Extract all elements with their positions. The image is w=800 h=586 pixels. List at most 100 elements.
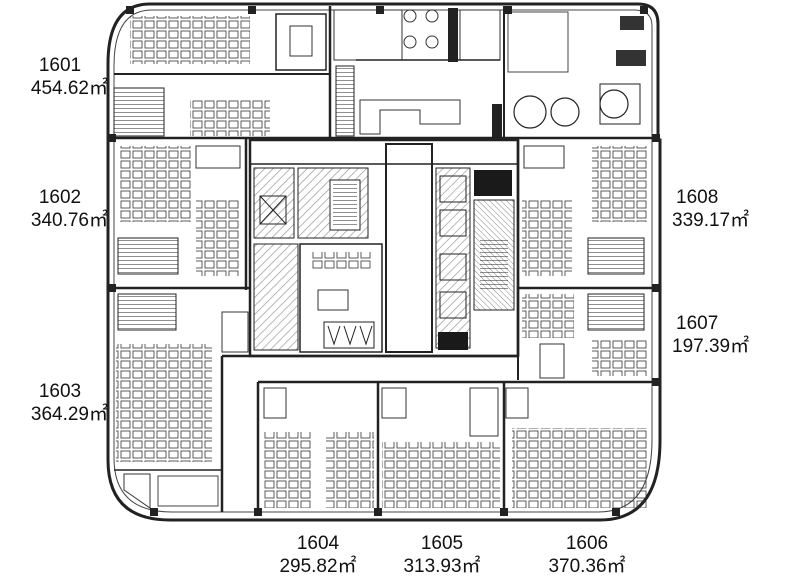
core-shaft-left [253,167,295,239]
unit-1605-room-b [469,387,499,437]
unit-1604-desks-b [326,432,374,508]
column [612,508,620,516]
column [376,6,384,14]
unit-area: 340.76㎡ [30,210,108,231]
unit-1604-room [263,387,287,419]
unit-1601-plan [108,6,660,140]
unit-1602-stair [117,237,179,275]
unit-area: 454.62㎡ [30,78,108,99]
core-void [385,143,433,353]
meeting-table-a [289,25,313,57]
lounge-round-3 [599,89,629,119]
column [504,6,512,14]
unit-1603-desks-a [116,344,212,462]
column [374,508,382,516]
unit-1607-plan [522,293,648,379]
unit-label-1601: 1601 454.62㎡ [12,54,108,100]
unit-label-1608: 1608 339.17㎡ [672,186,782,232]
unit-area: 197.39㎡ [672,336,750,357]
unit-number: 1601 [38,55,82,76]
reception-area [507,11,569,73]
lounge-furniture-1 [620,16,644,30]
restroom-stalls-top [312,252,372,270]
cafe-area [333,9,403,61]
cafe-table-3 [403,35,417,49]
unit-1602-plan [108,138,250,290]
unit-1604-desks-a [264,432,312,508]
unit-label-1603: 1603 364.29㎡ [12,380,108,426]
unit-label-1604: 1604 295.82㎡ [270,532,366,578]
unit-number: 1606 [565,533,609,554]
unit-label-1602: 1602 340.76㎡ [12,186,108,232]
unit-1603-tearoom [157,475,219,507]
unit-1603-stair [117,293,177,331]
unit-1602-desks-b [196,200,240,276]
unit-1601-stair [113,87,165,137]
unit-number: 1607 [676,313,719,334]
unit-1606-room [505,387,529,419]
cafe-table-2 [425,9,439,23]
dark-column-1 [448,8,458,62]
unit-1602-desks-a [120,146,192,222]
unit-area: 313.93㎡ [403,556,481,577]
core-dark-top [474,170,512,196]
column [640,6,648,14]
core-shaft-right [435,167,471,349]
structural-columns [108,6,660,516]
unit-1605-room [381,387,407,419]
lounge-round-1 [513,95,547,129]
column [126,6,134,14]
unit-area: 295.82㎡ [279,556,357,577]
restroom-sink-area [317,289,349,311]
column [652,134,660,142]
elevator-right-2 [439,209,467,237]
core-lobby-left [253,243,299,351]
unit-1602-room [195,145,241,169]
column [248,6,256,14]
unit-1608-desks-b [522,200,572,276]
unit-1607-stair [587,293,645,331]
unit-1601-desks-a [130,16,250,64]
unit-1603-lounge [123,473,151,509]
restroom-fixtures [327,325,373,346]
unit-label-1606: 1606 370.36㎡ [532,532,642,578]
building-outline-inner [113,9,653,513]
unit-number: 1602 [38,187,82,208]
column [108,284,116,292]
unit-1608-stair [587,237,645,275]
unit-1608-room [523,145,565,169]
unit-1605-desks [382,442,500,508]
unit-number: 1604 [296,533,340,554]
lounge-shape [359,99,461,135]
dark-column-2 [492,104,502,138]
unit-1608-plan [516,140,660,356]
unit-1601-desks-b [190,100,270,136]
unit-1607-desks-a [522,294,574,338]
unit-area: 364.29㎡ [30,404,108,425]
column [108,134,116,142]
unit-area: 339.17㎡ [672,210,750,231]
unit-1607-room [539,343,565,379]
unit-1607-desks-b [592,340,648,376]
restroom-block [299,243,383,353]
lounge-furniture-2 [616,50,646,66]
elevator-right-1 [439,175,467,203]
unit-label-1605: 1605 313.93㎡ [394,532,490,578]
elevator-right-3 [439,253,467,281]
core-dark-bottom [438,332,468,350]
unit-area: 370.36㎡ [548,556,626,577]
unit-label-1607: 1607 197.39㎡ [672,312,782,358]
cafe-counter [459,9,501,61]
building-core [248,138,520,358]
column [500,508,508,516]
column [254,508,262,516]
building-outline [106,2,662,522]
bottom-units-plan [222,354,660,516]
column [652,378,660,386]
unit-1608-desks-a [592,146,648,222]
unit-number: 1603 [38,381,82,402]
stair-1601-main [335,65,355,137]
meeting-room-a [275,13,327,71]
column [150,508,158,516]
